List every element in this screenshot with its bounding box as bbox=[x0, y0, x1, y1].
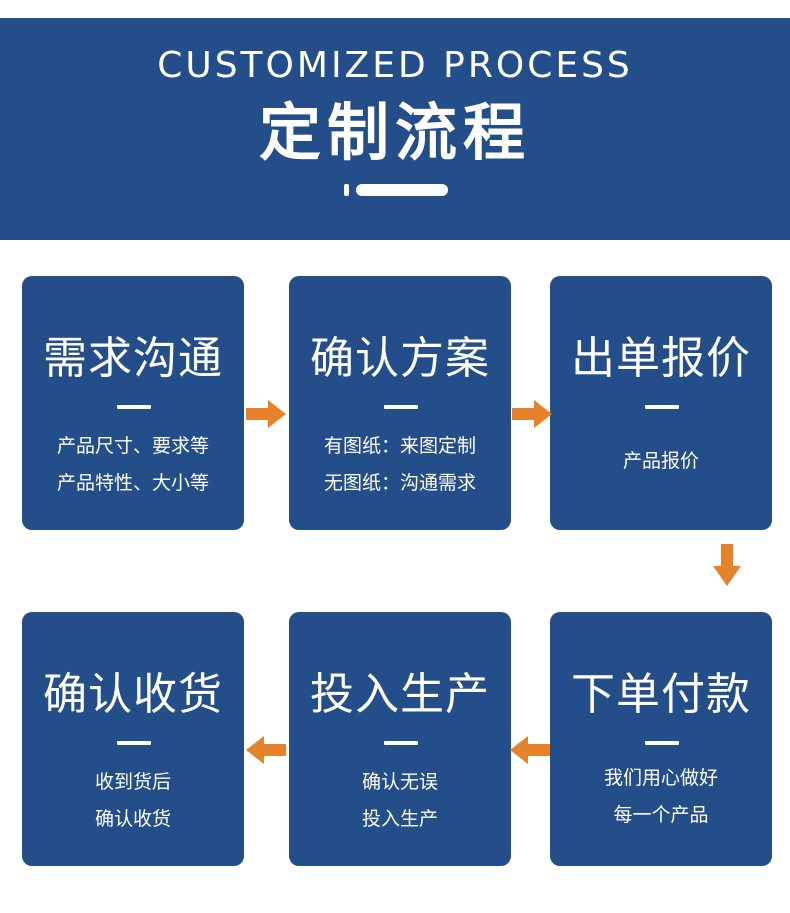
step-dash bbox=[384, 405, 418, 409]
step-desc-line: 我们用心做好 bbox=[603, 767, 718, 789]
arrow-down-icon bbox=[713, 544, 741, 586]
step-card-1: 需求沟通 产品尺寸、要求等 产品特性、大小等 bbox=[22, 276, 244, 530]
step-desc-line: 每一个产品 bbox=[613, 804, 709, 826]
header-banner bbox=[0, 18, 790, 240]
step-title: 出单报价 bbox=[571, 333, 751, 384]
step-title: 下单付款 bbox=[571, 669, 751, 720]
step-dash bbox=[117, 741, 151, 745]
arrow-left-icon bbox=[510, 736, 550, 764]
header-divider-bar bbox=[356, 184, 448, 196]
step-card-3: 出单报价 产品报价 bbox=[550, 276, 772, 530]
step-desc-line: 产品尺寸、要求等 bbox=[56, 435, 209, 457]
step-desc-line: 投入生产 bbox=[361, 808, 438, 830]
step-title: 投入生产 bbox=[310, 669, 490, 720]
step-desc-line: 产品报价 bbox=[622, 450, 699, 472]
arrow-left-icon bbox=[246, 736, 286, 764]
step-desc-line: 产品特性、大小等 bbox=[56, 472, 209, 494]
step-desc-line: 无图纸：沟通需求 bbox=[323, 472, 476, 494]
step-desc-line: 确认无误 bbox=[361, 771, 438, 793]
step-card-5: 投入生产 确认无误 投入生产 bbox=[289, 612, 511, 866]
step-dash bbox=[384, 741, 418, 745]
header-title-en: CUSTOMIZED PROCESS bbox=[157, 45, 633, 86]
step-desc-line: 收到货后 bbox=[94, 771, 171, 793]
step-title: 需求沟通 bbox=[43, 333, 223, 384]
step-card-2: 确认方案 有图纸：来图定制 无图纸：沟通需求 bbox=[289, 276, 511, 530]
step-dash bbox=[117, 405, 151, 409]
step-card-6: 确认收货 收到货后 确认收货 bbox=[22, 612, 244, 866]
arrow-right-icon bbox=[246, 400, 286, 428]
step-desc-line: 有图纸：来图定制 bbox=[323, 435, 476, 457]
step-title: 确认收货 bbox=[43, 669, 223, 720]
step-dash bbox=[645, 741, 679, 745]
step-title: 确认方案 bbox=[310, 333, 490, 384]
arrow-right-icon bbox=[512, 400, 552, 428]
header-title-cn: 定制流程 bbox=[258, 96, 531, 169]
header-divider-dot bbox=[344, 184, 349, 196]
step-dash bbox=[645, 405, 679, 409]
step-card-4: 下单付款 我们用心做好 每一个产品 bbox=[550, 612, 772, 866]
step-desc-line: 确认收货 bbox=[94, 808, 171, 830]
